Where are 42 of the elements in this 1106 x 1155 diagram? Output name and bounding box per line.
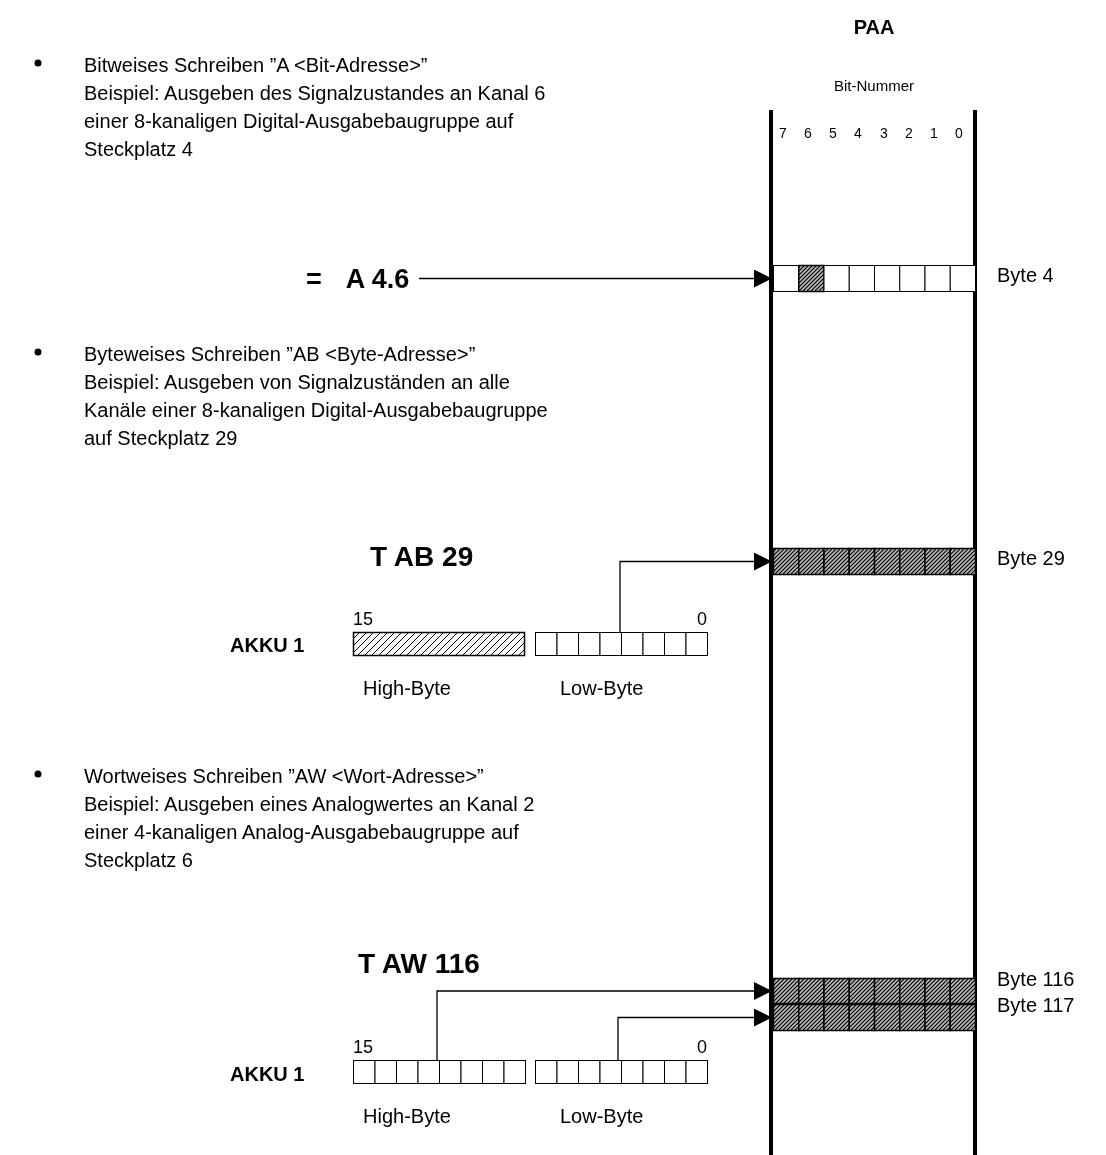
byte-row xyxy=(773,548,975,575)
byte-row xyxy=(773,265,975,292)
bit-number: 5 xyxy=(829,124,837,143)
bit-number: 2 xyxy=(905,124,913,143)
bit-number: 0 xyxy=(697,1037,707,1058)
heading-text: Wortweises Schreiben ”AW <Wort-Adresse>” xyxy=(84,764,484,789)
bit-number: 0 xyxy=(697,609,707,630)
byte-label: Byte 4 xyxy=(997,264,1054,287)
byte-label: High-Byte xyxy=(363,677,451,700)
register-byte xyxy=(353,632,525,656)
bit-number: 4 xyxy=(854,124,862,143)
bit-number: 3 xyxy=(880,124,888,143)
byte-label: Low-Byte xyxy=(560,1105,644,1128)
byte-row xyxy=(773,1004,975,1031)
byte-label: Low-Byte xyxy=(560,677,644,700)
register-byte xyxy=(353,1060,525,1084)
byte-label: Byte 29 xyxy=(997,547,1065,570)
instruction-text: A 4.6 xyxy=(345,263,410,295)
column-title: PAA xyxy=(853,16,895,39)
register-byte xyxy=(535,632,707,656)
bit-number: 0 xyxy=(955,124,963,143)
register-label: AKKU 1 xyxy=(230,633,305,658)
instruction-text: T AW 116 xyxy=(358,947,480,981)
bit-number: 1 xyxy=(930,124,938,143)
register-label: AKKU 1 xyxy=(230,1062,305,1087)
instruction-text: T AB 29 xyxy=(370,540,474,574)
byte-label: Byte 117 xyxy=(997,994,1075,1017)
column-subtitle: Bit-Nummer xyxy=(834,77,914,94)
example-text: Beispiel: Ausgeben des Signalzustandes an Kanal 6 einer 8-kanaligen Digital-Ausgabebaugruppe auf Steckplatz 4 xyxy=(84,81,547,162)
byte-label: Byte 116 xyxy=(997,968,1075,991)
bit-number: 7 xyxy=(779,124,787,143)
byte-row xyxy=(773,978,975,1004)
register-byte xyxy=(535,1060,707,1084)
byte-label: High-Byte xyxy=(363,1105,451,1128)
equals-sign: = xyxy=(306,263,322,295)
example-text: Beispiel: Ausgeben eines Analogwertes an Kanal 2 einer 4-kanaligen Analog-Ausgabebaugruppe auf Steckplatz 6 xyxy=(84,792,536,873)
heading-text: Byteweises Schreiben ”AB <Byte-Adresse>” xyxy=(84,342,476,367)
example-text: Beispiel: Ausgeben von Signalzuständen an alle Kanäle einer 8-kanaligen Digital-Ausgabebaugruppe auf Steckplatz 29 xyxy=(84,370,549,451)
heading-text: Bitweises Schreiben ”A <Bit-Adresse>” xyxy=(84,53,428,78)
bit-number: 15 xyxy=(353,1037,374,1058)
bit-number: 6 xyxy=(804,124,812,143)
bit-number: 15 xyxy=(353,609,374,630)
